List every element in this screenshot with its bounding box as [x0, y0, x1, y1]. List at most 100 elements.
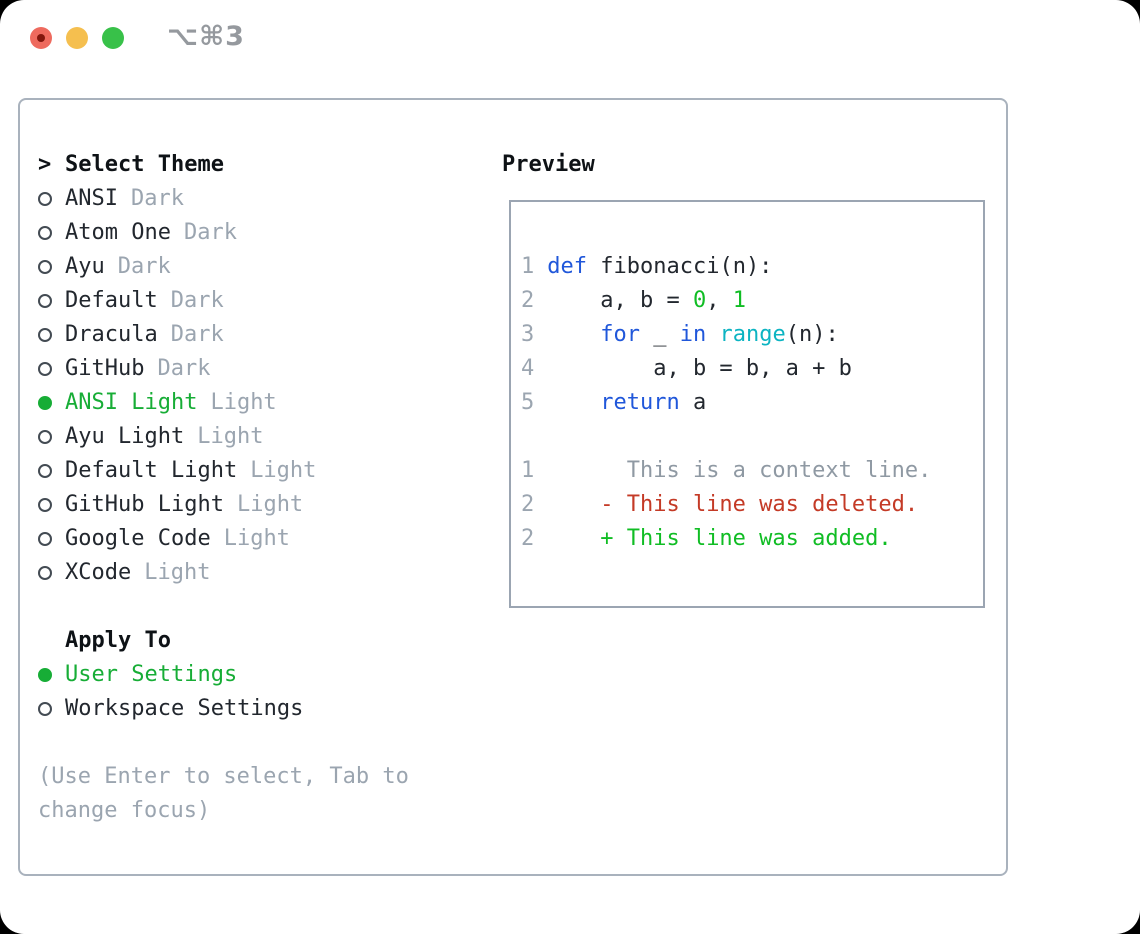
radio-icon: [38, 362, 52, 376]
line-number: 3: [521, 322, 535, 347]
radio-icon: [38, 192, 52, 206]
apply-option[interactable]: User Settings: [38, 658, 450, 692]
theme-name: XCode: [65, 560, 132, 585]
help-hint: (Use Enter to select, Tab to change focu…: [38, 764, 409, 823]
theme-name: Ayu: [65, 254, 105, 279]
code-token: [547, 322, 600, 347]
radio-icon: [38, 430, 52, 444]
apply-name: Workspace Settings: [65, 696, 304, 721]
theme-variant-tag: Light: [197, 424, 264, 449]
theme-option[interactable]: ANSI Dark: [38, 182, 450, 216]
theme-name: Default: [65, 288, 158, 313]
radio-icon: [38, 294, 52, 308]
window-title: ⌥⌘3: [167, 21, 245, 52]
code-line: [521, 420, 931, 454]
theme-option[interactable]: Default Light Light: [38, 454, 450, 488]
code-line: 3 for _ in range(n):: [521, 318, 931, 352]
code-token: 0: [692, 288, 707, 313]
apply-name: User Settings: [65, 662, 238, 687]
radio-icon: [38, 566, 52, 580]
radio-selected-icon: [38, 396, 52, 410]
minimize-button[interactable]: [66, 27, 88, 49]
theme-option[interactable]: GitHub Dark: [38, 352, 450, 386]
select-theme-header: > Select Theme: [38, 148, 450, 182]
radio-marker: [38, 396, 65, 410]
code-line: 2 + This line was added.: [521, 522, 931, 556]
code-token: a, b = b, a + b: [547, 356, 852, 381]
theme-variant-tag: Light: [236, 492, 304, 517]
radio-icon: [38, 702, 52, 716]
line-number: 1: [521, 458, 535, 483]
radio-marker: [38, 362, 65, 376]
line-number: 1: [521, 254, 535, 279]
gap: [38, 590, 450, 624]
theme-variant-tag: Dark: [170, 288, 224, 313]
line-number: 2: [521, 288, 535, 313]
preview-pane: [509, 200, 985, 608]
theme-name: ANSI: [65, 186, 118, 211]
code-line: 2 - This line was deleted.: [521, 488, 931, 522]
theme-option[interactable]: ANSI Light Light: [38, 386, 450, 420]
theme-option[interactable]: GitHub Light Light: [38, 488, 450, 522]
theme-variant-tag: Light: [250, 458, 317, 483]
theme-variant-tag: Dark: [170, 322, 224, 347]
code-line: 2 a, b = 0, 1: [521, 284, 931, 318]
line-number: 2: [521, 492, 535, 517]
code-token: _: [639, 322, 680, 347]
theme-variant-tag: Dark: [157, 356, 211, 381]
theme-name: ANSI Light: [65, 390, 198, 415]
radio-marker: [38, 668, 65, 682]
line-number: [521, 424, 534, 449]
code-token: [706, 322, 719, 347]
code-token: This is a context line.: [547, 458, 932, 483]
radio-icon: [38, 498, 52, 512]
theme-option[interactable]: Default Dark: [38, 284, 450, 318]
code-token: a, b =: [547, 288, 693, 313]
radio-marker: [38, 702, 65, 716]
code-token: [547, 390, 600, 415]
theme-variant-tag: Dark: [117, 254, 171, 279]
theme-name: Default Light: [65, 458, 238, 483]
theme-option[interactable]: Ayu Dark: [38, 250, 450, 284]
code-token: fibonacci(n):: [587, 254, 773, 279]
radio-marker: [38, 498, 65, 512]
theme-name: GitHub: [65, 356, 145, 381]
code-token: for: [600, 322, 640, 347]
close-button[interactable]: [30, 27, 52, 49]
theme-option[interactable]: XCode Light: [38, 556, 450, 590]
code-token: + This line was added.: [547, 526, 892, 551]
radio-icon: [38, 328, 52, 342]
apply-option[interactable]: Workspace Settings: [38, 692, 450, 726]
theme-option[interactable]: Dracula Dark: [38, 318, 450, 352]
theme-name: Atom One: [65, 220, 171, 245]
line-number: 2: [521, 526, 535, 551]
theme-name: Dracula: [65, 322, 158, 347]
code-token: a: [679, 390, 707, 415]
line-number: 4: [521, 356, 535, 381]
theme-option[interactable]: Atom One Dark: [38, 216, 450, 250]
code-token: return: [600, 390, 680, 415]
radio-marker: [38, 430, 65, 444]
apply-to-header: Apply To: [38, 624, 450, 658]
radio-icon: [38, 260, 52, 274]
radio-marker: [38, 532, 65, 546]
theme-variant-tag: Light: [223, 526, 290, 551]
theme-variant-tag: Dark: [183, 220, 237, 245]
preview-title: Preview: [502, 152, 595, 177]
zoom-button[interactable]: [102, 27, 124, 49]
code-token: ,: [706, 288, 733, 313]
theme-variant-tag: Light: [144, 560, 211, 585]
radio-marker: [38, 464, 65, 478]
gap: [38, 726, 450, 760]
theme-variant-tag: Light: [210, 390, 277, 415]
theme-name: GitHub Light: [65, 492, 224, 517]
theme-variant-tag: Dark: [130, 186, 184, 211]
code-token: 1: [732, 288, 746, 313]
code-line: 1 This is a context line.: [521, 454, 931, 488]
radio-marker: [38, 328, 65, 342]
